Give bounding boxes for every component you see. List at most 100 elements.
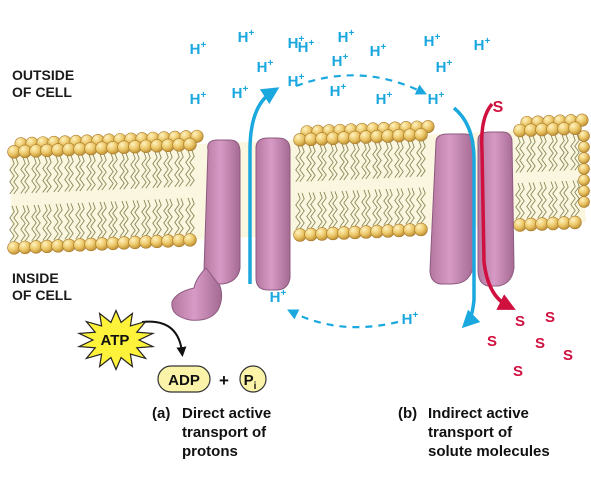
lipid-tail — [405, 141, 411, 178]
lipid-tail — [559, 134, 565, 171]
lipid-heads-inner — [7, 130, 590, 255]
proton-charge: + — [299, 34, 305, 45]
lipid-head — [578, 196, 590, 208]
lipid-tail — [185, 150, 191, 187]
lipid-tail — [64, 203, 70, 240]
lipid-tail — [141, 199, 147, 237]
lipid-tail — [123, 200, 129, 238]
lipid-tail — [123, 153, 129, 190]
lipid-tail — [394, 188, 400, 225]
proton-label: H+ — [436, 58, 453, 76]
proton-base: H — [474, 37, 485, 54]
lipid-tail — [31, 204, 37, 242]
solute-label: S — [535, 335, 545, 352]
caption-a-line1: Direct active — [182, 405, 272, 422]
proton-label: H+ — [232, 84, 249, 102]
lipid-tail — [537, 181, 543, 219]
atp-label: ATP — [101, 332, 130, 349]
outside-protons: H+H+H+H+H+H+H+H+H+H+H+H+H+H+H+H+H+ — [190, 28, 491, 108]
pi-label: Pi — [244, 372, 257, 392]
lipid-tail — [101, 153, 107, 191]
lipid-tail — [68, 155, 74, 192]
lipid-tail — [365, 189, 371, 227]
lipid-tail — [398, 188, 404, 225]
lipid-tail — [174, 150, 180, 188]
lipid-tail — [574, 134, 580, 171]
lipid-tail — [365, 142, 371, 180]
lipid-tail — [328, 191, 334, 228]
lipid-tail — [530, 135, 536, 173]
proton-charge: + — [268, 58, 274, 69]
inside-return-arrow — [287, 309, 399, 329]
lipid-tail — [420, 140, 426, 177]
lipid-tail — [134, 152, 140, 190]
cotransport-proton-arrow — [452, 106, 481, 329]
lipid-tail — [46, 204, 52, 241]
lipid-tail — [112, 153, 118, 190]
caption-a-tag: (a) — [152, 405, 171, 422]
lipid-tail — [101, 201, 107, 239]
proton-base: H — [238, 29, 249, 46]
proton-base: H — [298, 39, 309, 56]
lipid-tail — [119, 200, 125, 238]
lipid-head — [568, 215, 582, 230]
adp-label: ADP — [168, 372, 200, 389]
lipid-tail — [46, 156, 52, 193]
solute-label: S — [513, 363, 523, 380]
lipid-tail — [526, 182, 532, 219]
proton-base: H — [257, 59, 268, 76]
lipid-tail — [35, 204, 41, 242]
inside-label-line2: OF CELL — [12, 287, 72, 303]
lipid-tail — [299, 145, 305, 183]
lipid-tail — [387, 188, 393, 226]
caption-b-line2: transport of — [428, 424, 513, 441]
lipid-tail — [354, 143, 360, 180]
lipid-tail — [163, 151, 169, 188]
proton-base: H — [232, 85, 243, 102]
solute-label: S — [515, 313, 525, 330]
solute-outside: S — [493, 99, 504, 116]
lipid-tail — [361, 189, 367, 227]
lipid-tail — [332, 144, 338, 181]
atp-star-shape — [76, 308, 156, 372]
pump-atp-binding-domain — [171, 267, 223, 321]
lipid-tail — [321, 144, 327, 182]
proton-label: H+ — [474, 36, 491, 54]
inside-label-line1: INSIDE — [12, 270, 59, 286]
proton-base: H — [332, 53, 343, 70]
caption-a-line2: transport of — [182, 424, 267, 441]
proton-label: H+ — [257, 58, 274, 76]
lipid-tail — [295, 145, 301, 183]
pump-proton-arrow — [248, 87, 280, 284]
lipid-tail — [383, 188, 389, 226]
lipid-tail — [42, 204, 48, 241]
lipid-head — [578, 152, 590, 164]
lipid-tail — [90, 202, 96, 239]
proton-charge: + — [381, 42, 387, 53]
proton-base: H — [330, 83, 341, 100]
lipid-tail — [57, 203, 63, 241]
lipid-tail — [420, 187, 426, 224]
lipid-tail — [97, 153, 103, 191]
proton-charge: + — [439, 90, 445, 101]
outside-label-line2: OF CELL — [12, 84, 72, 100]
proton-label: H+ — [270, 288, 287, 306]
solute-label: S — [563, 347, 573, 364]
lipid-tail — [570, 180, 576, 217]
lipid-tail — [86, 154, 92, 191]
lipid-tail — [20, 205, 26, 242]
lipid-tail — [387, 141, 393, 179]
lipid-tail — [53, 155, 59, 193]
pump-left-subunit — [203, 139, 241, 285]
lipid-tail — [317, 144, 323, 182]
proton-charge: + — [349, 28, 355, 39]
lipid-tail — [405, 187, 411, 225]
lipid-tail — [317, 191, 323, 229]
pi-base: P — [244, 372, 254, 389]
lipid-tail — [306, 192, 312, 229]
proton-label: H+ — [190, 90, 207, 108]
proton-label: H+ — [376, 90, 393, 108]
lipid-tail — [86, 202, 92, 239]
cotransporter-right-subunit — [477, 131, 515, 287]
